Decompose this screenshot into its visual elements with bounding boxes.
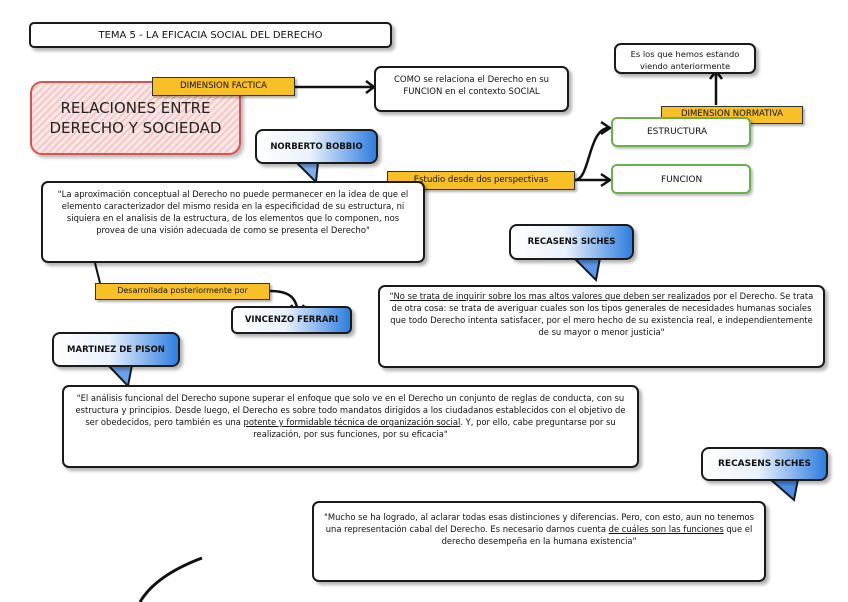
page-title-box: TEMA 5 - LA EFICACIA SOCIAL DEL DERECHO	[29, 22, 392, 48]
dimension-factica-label: DIMENSION FACTICA	[152, 77, 295, 96]
author-recasens-bubble-2: RECASENS SICHES	[701, 447, 828, 481]
author-ferrari-bubble: VINCENZO FERRARI	[231, 306, 352, 334]
funcion-box: FUNCION	[611, 164, 751, 194]
dimension-normativa-note: Es los que hemos estando viendo anterior…	[614, 43, 756, 74]
author-bobbio-bubble: NORBERTO BOBBIO	[255, 129, 378, 164]
page-title: TEMA 5 - LA EFICACIA SOCIAL DEL DERECHO	[98, 29, 323, 41]
main-topic-box: RELACIONES ENTRE DERECHO Y SOCIEDAD	[30, 81, 241, 155]
main-topic-label: RELACIONES ENTRE DERECHO Y SOCIEDAD	[49, 98, 222, 137]
desarrollada-label: Desarrollada posteriormente por	[95, 283, 270, 300]
quote-recasens-2: "Mucho se ha logrado, al aclarar todas e…	[312, 501, 766, 582]
estructura-box: ESTRUCTURA	[611, 117, 751, 147]
dimension-factica-description: COMO se relaciona el Derecho en su FUNCI…	[374, 66, 569, 112]
author-recasens-bubble-1: RECASENS SICHES	[509, 224, 634, 260]
quote-pison: "El análisis funcional del Derecho supon…	[62, 385, 639, 468]
quote-bobbio: "La aproximación conceptual al Derecho n…	[41, 181, 425, 263]
quote-recasens-1: "No se trata de inquirir sobre los mas a…	[378, 285, 825, 368]
perspectivas-label: Estudio desde dos perspectivas	[387, 171, 575, 190]
author-pison-bubble: MARTINEZ DE PISON	[52, 332, 180, 367]
